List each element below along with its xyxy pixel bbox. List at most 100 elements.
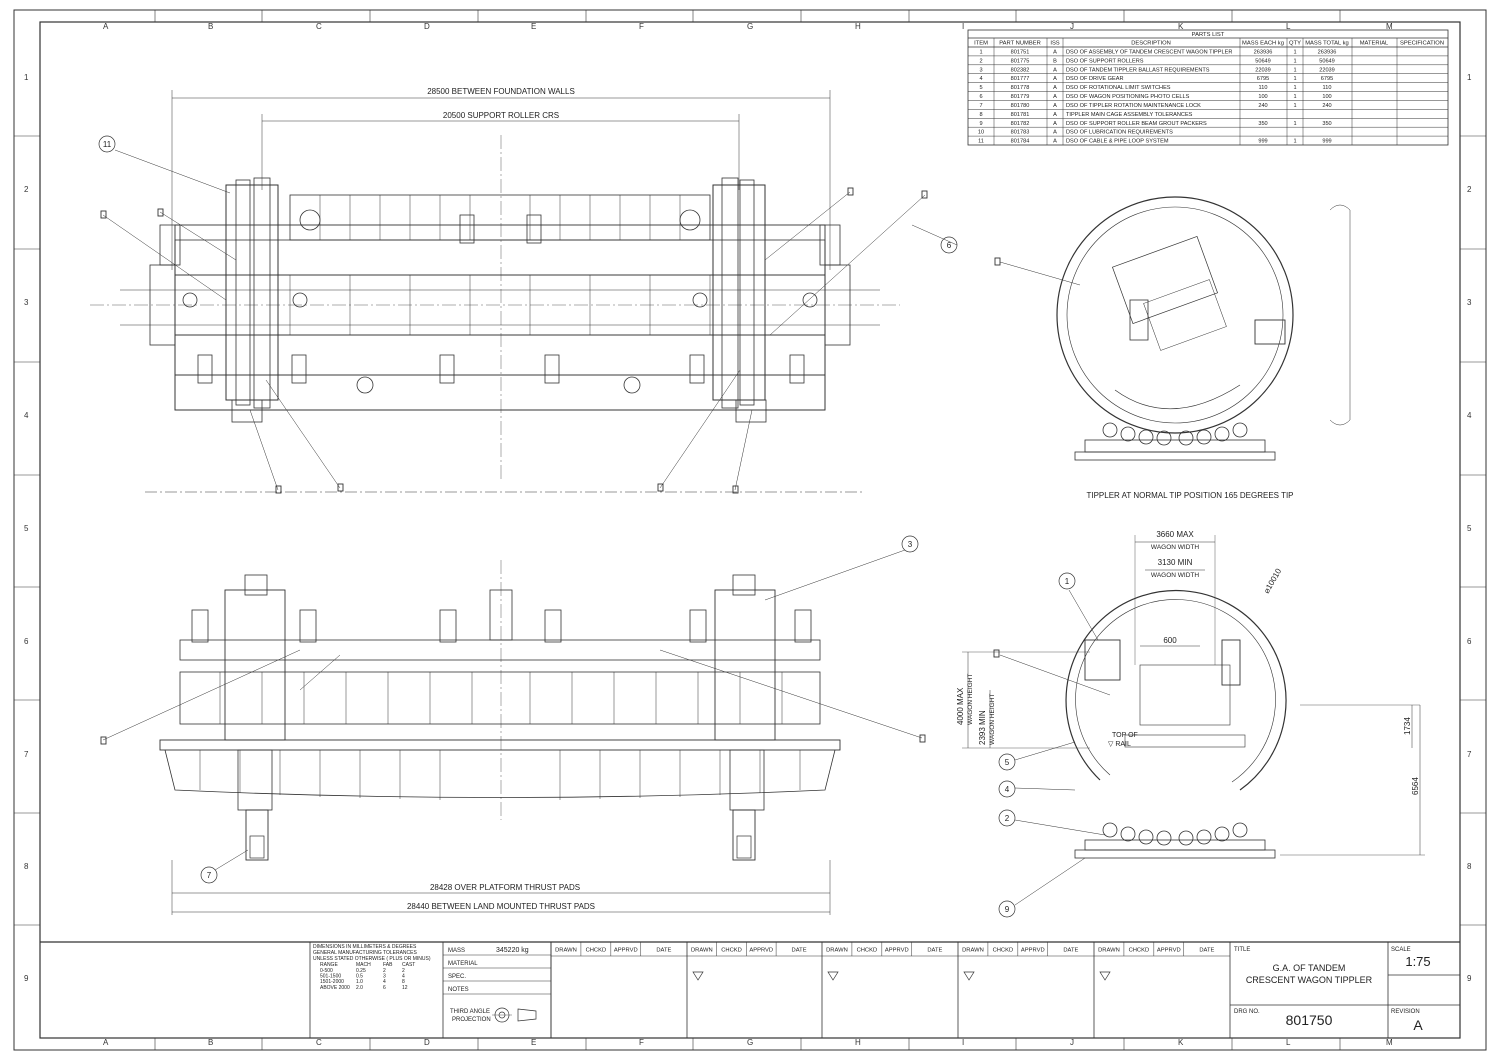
zone-number: 5 — [1467, 524, 1472, 533]
zone-numbers-right: 1 2 3 4 5 6 7 8 9 — [1467, 73, 1472, 983]
balloon — [940, 236, 958, 254]
parts-list-row-lines — [968, 55, 1448, 137]
tolerance-header: CAST — [402, 962, 415, 968]
parts-list-cell: 6 — [979, 94, 982, 100]
zone-letter: D — [424, 1038, 430, 1047]
parts-list-cell: 3 — [979, 67, 982, 73]
parts-list-cell: DSO OF TANDEM TIPPLER BALLAST REQUIREMEN… — [1066, 67, 1210, 73]
projection-label-1: THIRD ANGLE — [450, 1009, 490, 1015]
parts-list-cell: A — [1053, 121, 1057, 127]
pl-header: SPECIFICATION — [1400, 41, 1444, 47]
parts-list-column-lines — [993, 38, 1398, 145]
dim-top-of-label: TOP OF — [1112, 732, 1138, 739]
parts-list-cell: 1 — [1293, 121, 1296, 127]
revision-header: DRAWN — [826, 948, 848, 954]
balloon — [998, 780, 1016, 798]
balloon — [98, 135, 116, 153]
revision-header: CHCKD — [586, 948, 607, 954]
inner-border — [39, 21, 1461, 1039]
parts-list-cell: 999 — [1258, 139, 1267, 145]
parts-list-cell: DSO OF WAGON POSITIONING PHOTO CELLS — [1066, 94, 1190, 100]
revision-header: DRAWN — [691, 948, 713, 954]
parts-list-cell: 100 — [1322, 94, 1331, 100]
revision-header: APPRVD — [1021, 948, 1045, 954]
revision-triangle-icon — [692, 971, 704, 981]
balloon-label: 5 — [1005, 758, 1010, 767]
parts-list-title: PARTS LIST — [1192, 32, 1225, 38]
balloon-label: 4 — [1005, 785, 1010, 794]
parts-list-cell: A — [1053, 76, 1057, 82]
parts-list-cell: 801783 — [1011, 130, 1030, 136]
parts-list-cell: 801784 — [1011, 139, 1030, 145]
parts-list-cell: 22039 — [1319, 67, 1335, 73]
outer-border — [13, 9, 1487, 1051]
third-angle-projection-icon — [492, 1007, 537, 1023]
revision-triangle-icon — [827, 971, 839, 981]
balloon-label: 6 — [947, 241, 952, 250]
tolerance-notes: DIMENSIONS IN MILLIMETERS & DEGREES GENE… — [313, 944, 431, 991]
plan-view: 28500 BETWEEN FOUNDATION WALLS 20500 SUP… — [90, 87, 928, 494]
zone-number: 2 — [24, 185, 29, 194]
parts-list-cell: 1 — [1293, 103, 1296, 109]
tolerance-line: DIMENSIONS IN MILLIMETERS & DEGREES — [313, 944, 417, 950]
zone-number: 4 — [24, 411, 29, 420]
pl-header: QTY — [1289, 41, 1301, 47]
drawing-number: 801750 — [1286, 1012, 1333, 1028]
side-elevation-view: 28428 OVER PLATFORM THRUST PADS 28440 BE… — [100, 560, 926, 915]
parts-list-cell: 7 — [979, 103, 982, 109]
revision-header: DATE — [792, 948, 807, 954]
parts-list-cell: 9 — [979, 121, 982, 127]
parts-list-cell: 350 — [1322, 121, 1331, 127]
notes-label: NOTES — [448, 987, 469, 993]
dim-max-width: 3660 MAX — [1156, 530, 1194, 539]
dim-rail-label: ▽ RAIL — [1108, 741, 1131, 748]
parts-list-cell: 1 — [1293, 76, 1296, 82]
zone-number: 8 — [1467, 862, 1472, 871]
parts-list-cell: 110 — [1259, 85, 1268, 91]
material-label: MATERIAL — [448, 961, 478, 967]
revision-header: CHCKD — [1129, 948, 1150, 954]
pl-header: MATERIAL — [1360, 41, 1389, 47]
tolerance-cell: 6 — [383, 985, 386, 991]
zone-number: 1 — [24, 73, 29, 82]
parts-list-cell: TIPPLER MAIN CAGE ASSEMBLY TOLERANCES — [1066, 112, 1193, 118]
revision-triangle-icon — [1099, 971, 1111, 981]
revision-value: A — [1413, 1017, 1423, 1033]
zone-number: 3 — [24, 298, 29, 307]
tolerance-cell: 4 — [383, 979, 386, 985]
mass-label: MASS — [448, 948, 465, 954]
zone-letter: G — [747, 1038, 753, 1047]
parts-list-cell: 110 — [1323, 85, 1332, 91]
parts-list-cell: 1 — [1293, 50, 1296, 56]
parts-list-cell: 240 — [1322, 103, 1331, 109]
dim-wagon-height-label-2: WAGON HEIGHT — [989, 694, 996, 745]
balloon-label: 7 — [207, 871, 212, 880]
zone-number: 6 — [1467, 637, 1472, 646]
pl-header: DESCRIPTION — [1131, 41, 1171, 47]
tolerance-cell: 2 — [402, 968, 405, 974]
parts-list-cell: 801775 — [1011, 58, 1030, 64]
zone-number: 7 — [1467, 750, 1472, 759]
zone-letter: A — [103, 1038, 109, 1047]
title-label: TITLE — [1234, 947, 1250, 953]
parts-list-cell: A — [1053, 50, 1057, 56]
parts-list-cell: 1 — [1293, 58, 1296, 64]
parts-list-cell: A — [1053, 67, 1057, 73]
revision-header: DATE — [1063, 948, 1078, 954]
zone-number: 2 — [1467, 185, 1472, 194]
zone-number: 8 — [24, 862, 29, 871]
balloon-label: 11 — [103, 140, 112, 149]
tolerance-header: RANGE — [320, 962, 338, 968]
revision-label: REVISION — [1391, 1009, 1420, 1015]
view-caption: TIPPLER AT NORMAL TIP POSITION 165 DEGRE… — [1086, 491, 1293, 500]
parts-list-cell: 999 — [1322, 139, 1331, 145]
parts-list-cell: B — [1053, 58, 1057, 64]
normal-section-view: 3660 MAX WAGON WIDTH 3130 MIN WAGON WIDT… — [956, 530, 1425, 859]
parts-list: PARTS LIST ITEM PART NUMBER ISS DESCRIPT… — [967, 29, 1449, 146]
dim-foundation-walls: 28500 BETWEEN FOUNDATION WALLS — [427, 87, 575, 96]
zone-letters-top: A B C D E F G H I J K L M — [103, 22, 1393, 31]
zone-letter: D — [424, 22, 430, 31]
tolerance-cell: 2.0 — [356, 985, 363, 991]
